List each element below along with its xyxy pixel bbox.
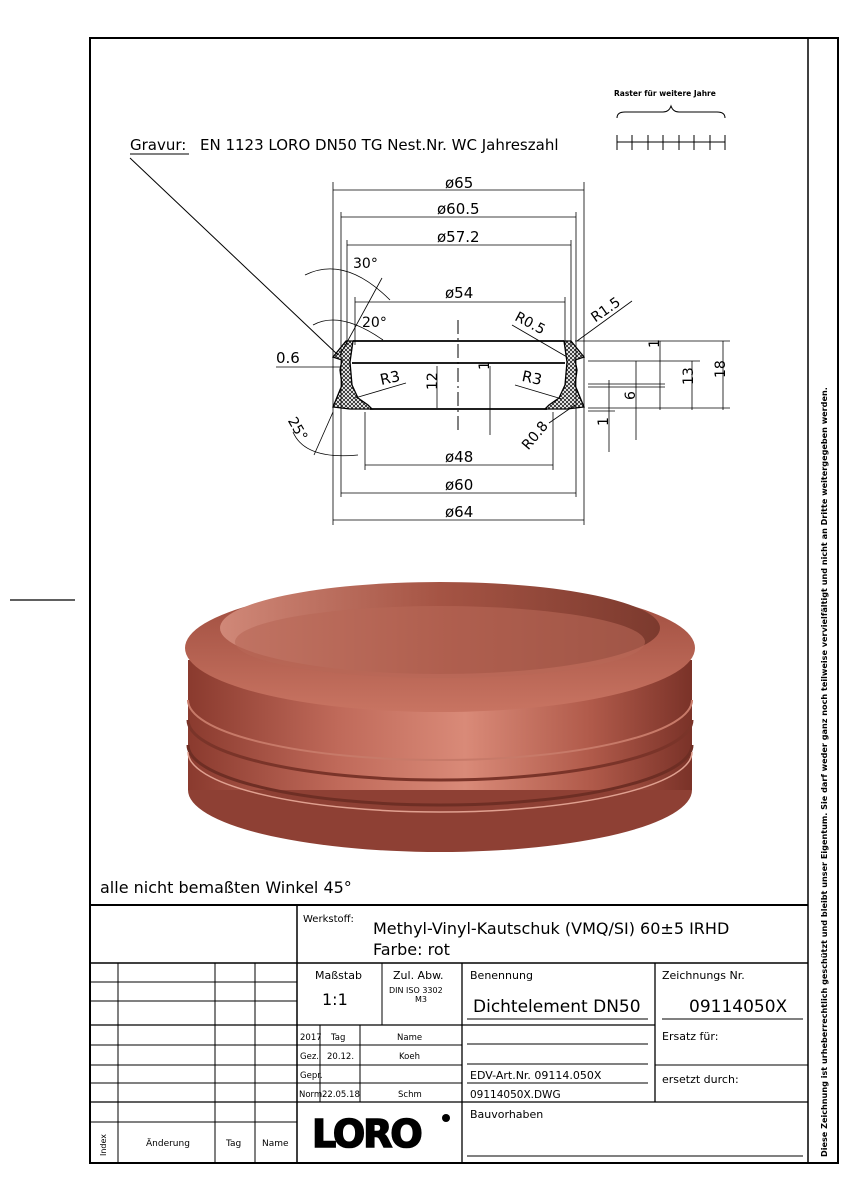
material-value: Methyl-Vinyl-Kautschuk (VMQ/SI) 60±5 IRH… <box>373 919 729 938</box>
rev-name-label: Name <box>262 1139 289 1149</box>
engraving-label: Gravur: <box>130 136 186 154</box>
dim-d60-5: ø60.5 <box>437 200 480 218</box>
copyright-notice: Diese Zeichnung ist urheberrechtlich ges… <box>819 387 829 1157</box>
year-grid <box>616 135 726 150</box>
color-value: Farbe: rot <box>373 940 450 959</box>
scale-value: 1:1 <box>322 990 348 1009</box>
tolerance-class: M3 <box>415 995 427 1004</box>
dim-d57-2: ø57.2 <box>437 228 480 246</box>
norm-label: Norm. <box>299 1090 325 1100</box>
dim-12: 12 <box>425 372 441 390</box>
day-label: Tag <box>330 1033 345 1043</box>
drawn-label: Gez. <box>300 1052 319 1062</box>
name-label: Benennung <box>470 969 533 982</box>
angle-20: 20° <box>362 315 387 331</box>
drawing-number: 09114050X <box>689 997 788 1017</box>
rev-day-label: Tag <box>225 1139 241 1149</box>
cross-section-view: ø65 ø60.5 ø57.2 ø54 ø48 ø60 ø64 30° 20° … <box>276 174 730 525</box>
seal-profile-right <box>543 340 586 410</box>
tolerance-label: Zul. Abw. <box>393 969 444 982</box>
angle-25: 25° <box>284 414 310 444</box>
drawn-date: 20.12. <box>327 1052 354 1062</box>
seal-3d-render <box>185 582 695 852</box>
tolerance-standard: DIN ISO 3302 <box>389 986 443 995</box>
radius-r3-right: R3 <box>520 367 543 389</box>
title-block-text: Werkstoff: Methyl-Vinyl-Kautschuk (VMQ/S… <box>99 914 788 1157</box>
title-block <box>90 904 808 1163</box>
dim-d60: ø60 <box>445 476 473 494</box>
svg-text:LORO: LORO <box>312 1112 421 1156</box>
sheet-frame <box>10 37 839 1164</box>
dim-d54: ø54 <box>445 284 473 302</box>
dim-6: 6 <box>623 391 639 400</box>
material-label: Werkstoff: <box>303 914 354 925</box>
replaced-by-label: ersetzt durch: <box>662 1073 739 1086</box>
edv-number: EDV-Art.Nr. 09114.050X <box>470 1069 602 1082</box>
dim-d65: ø65 <box>445 174 473 192</box>
year: 2017 <box>300 1033 322 1043</box>
rev-change-label: Änderung <box>146 1138 190 1149</box>
replaces-label: Ersatz für: <box>662 1030 718 1043</box>
angle-note: alle nicht bemaßten Winkel 45° <box>100 878 352 897</box>
leader-line <box>129 157 339 356</box>
checked-label: Gepr. <box>300 1071 323 1081</box>
dim-1-top: 1 <box>647 339 663 348</box>
dim-d64: ø64 <box>445 503 473 521</box>
radius-r0-5: R0.5 <box>512 309 548 338</box>
file-name: 09114050X.DWG <box>470 1089 561 1101</box>
person-label: Name <box>397 1033 422 1043</box>
dim-0-6: 0.6 <box>276 349 300 367</box>
seal-profile-left <box>331 340 374 410</box>
norm-by: Schm <box>398 1090 422 1100</box>
dim-18: 18 <box>713 360 729 378</box>
project-label: Bauvorhaben <box>470 1108 543 1121</box>
engraving-text: EN 1123 LORO DN50 TG Nest.Nr. WC Jahresz… <box>200 136 559 154</box>
radius-r1-5: R1.5 <box>588 294 623 325</box>
norm-date: 22.05.18 <box>322 1090 360 1100</box>
part-name: Dichtelement DN50 <box>473 997 641 1017</box>
drawn-by: Koeh <box>399 1052 420 1062</box>
grid-caption: Raster für weitere Jahre <box>614 89 716 98</box>
radius-r3-left: R3 <box>378 367 401 389</box>
engraving-callout: Gravur: EN 1123 LORO DN50 TG Nest.Nr. WC… <box>129 89 726 356</box>
dim-1-center: 1 <box>477 361 493 370</box>
scale-label: Maßstab <box>315 969 362 982</box>
dim-1-bottom: 1 <box>596 417 612 426</box>
loro-logo: LORO <box>311 1111 450 1157</box>
angle-30: 30° <box>353 256 378 272</box>
dim-13: 13 <box>681 367 697 385</box>
radius-r0-8: R0.8 <box>519 418 552 453</box>
dim-d48: ø48 <box>445 448 473 466</box>
rev-index-label: Index <box>99 1134 108 1156</box>
drawing-no-label: Zeichnungs Nr. <box>662 969 745 982</box>
